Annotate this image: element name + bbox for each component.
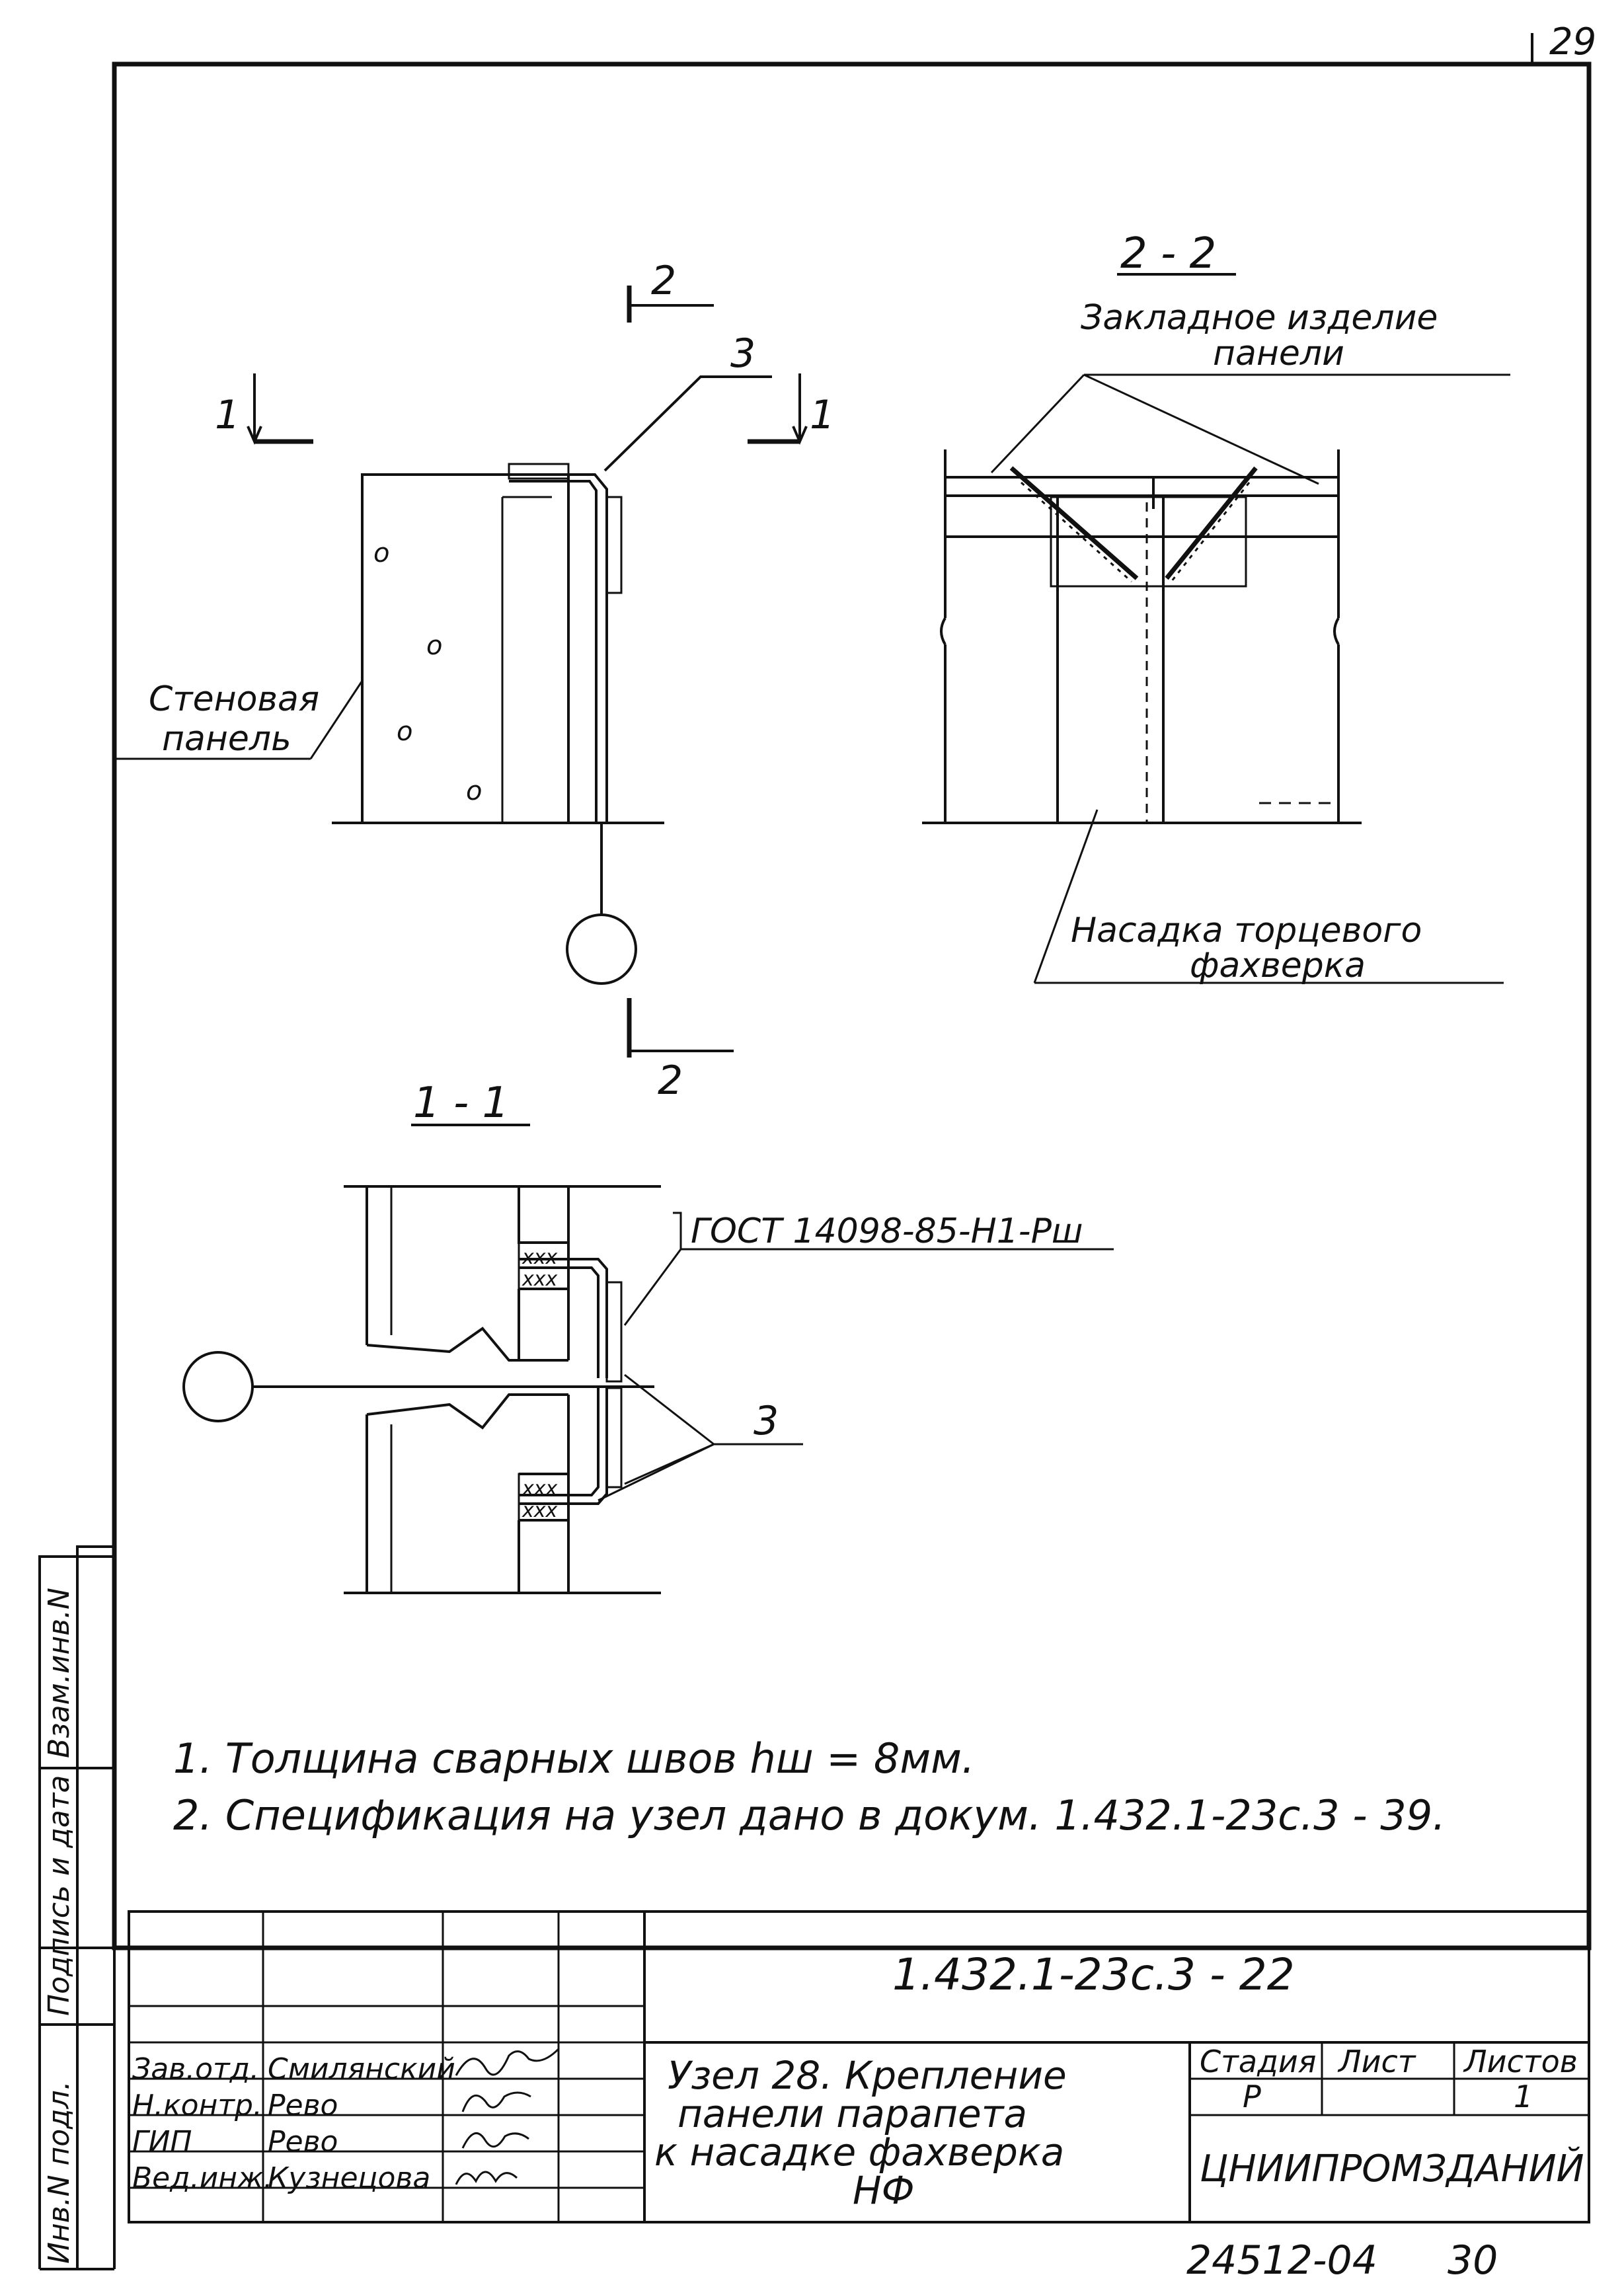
signature-name-1: Смилянский [268, 2052, 455, 2086]
embedded-part-label-1: Закладное изделие [1081, 298, 1438, 338]
handwritten-signature [455, 2171, 518, 2185]
signature-role-1: Зав.отд. [132, 2052, 259, 2086]
document-code: 1.432.1-23с.3 - 22 [892, 1949, 1295, 2000]
weld-mark: xxx [522, 1477, 558, 1500]
drawing-title-3: к насадке фахверка [654, 2130, 1064, 2175]
drawing-title-2: панели парапета [677, 2091, 1027, 2136]
cut-mark-1-right: 1 [810, 392, 835, 438]
handwritten-signature [461, 2132, 529, 2149]
stage-header: Стадия [1200, 2044, 1316, 2079]
signature-role-4: Вед.инж. [132, 2161, 273, 2195]
section-1-1-title: 1 - 1 [413, 1079, 509, 1128]
stamp-signature-date: Подпись и дата [42, 1775, 76, 2016]
section-2-2-title: 2 - 2 [1120, 229, 1216, 278]
signature-role-3: ГИП [132, 2125, 192, 2159]
side-stamp: Взам.инв.N Подпись и дата Инв.N подл. [38, 1545, 116, 2270]
signature-role-2: Н.контр. [132, 2089, 262, 2122]
stage-value: Р [1243, 2079, 1261, 2114]
title-block: 1.432.1-23с.3 - 22 Узел 28. Крепление па… [128, 1910, 1590, 2223]
note-1: 1. Толщина сварных швов hш = 8мм. [173, 1734, 975, 1783]
aggregate-mark: o [426, 631, 442, 661]
sheets-header: Листов [1463, 2044, 1578, 2079]
aggregate-mark: o [466, 776, 482, 806]
corner-sheet-number: 29 [1549, 20, 1596, 63]
archive-number: 24512-04 [1186, 2237, 1377, 2279]
handwritten-signature [461, 2091, 531, 2112]
weld-mark: xxx [522, 1268, 558, 1291]
notes: 1. Толщина сварных швов hш = 8мм. 2. Спе… [173, 1734, 1446, 1839]
section-2-2: 2 - 2 Закладное изделие панели На [922, 229, 1510, 985]
weld-mark: xxx [522, 1499, 558, 1522]
axis-bubble [182, 1351, 254, 1422]
note-2: 2. Спецификация на узел дано в докум. 1.… [173, 1791, 1446, 1839]
stamp-replacement-inventory: Взам.инв.N [42, 1588, 76, 1758]
cut-mark-1-left: 1 [215, 392, 240, 438]
stamp-original-inventory: Инв.N подл. [42, 2081, 76, 2264]
axis-bubble [566, 913, 637, 985]
sheet-header: Лист [1337, 2044, 1416, 2079]
nozzle-label-1: Насадка торцевого [1071, 911, 1422, 950]
section-1-1: 1 - 1 xxx xxx xxx xxx [182, 1079, 1114, 1594]
sheets-value: 1 [1514, 2079, 1533, 2114]
node-view: 2 1 1 3 o o o o 2 [116, 258, 835, 1104]
handwritten-signature [455, 2048, 560, 2076]
callout-3-node: 3 [730, 330, 755, 377]
aggregate-mark: o [397, 716, 412, 747]
drawing-title-1: Узел 28. Крепление [668, 2053, 1067, 2098]
signature-name-3: Рево [268, 2125, 338, 2159]
cut-mark-2-bottom: 2 [658, 1058, 683, 1104]
gost-label: ГОСТ 14098-85-Н1-Рш [691, 1212, 1083, 1251]
cut-mark-2-top: 2 [651, 258, 676, 304]
sheet-frame: 29 [112, 20, 1596, 1951]
page-number: 30 [1448, 2237, 1498, 2279]
wall-panel-label-2: панель [162, 719, 291, 759]
wall-panel-label-1: Стеновая [149, 679, 319, 719]
embedded-part-label-2: панели [1213, 334, 1344, 373]
aggregate-mark: o [373, 538, 389, 568]
signature-name-2: Рево [268, 2089, 338, 2122]
drawing-title-4: НФ [853, 2168, 915, 2213]
signature-name-4: Кузнецова [268, 2161, 430, 2195]
callout-3-section: 3 [754, 1398, 779, 1444]
nozzle-label-2: фахверка [1190, 946, 1366, 985]
organization: ЦНИИПРОМЗДАНИЙ [1200, 2147, 1584, 2190]
weld-mark: xxx [522, 1246, 558, 1269]
